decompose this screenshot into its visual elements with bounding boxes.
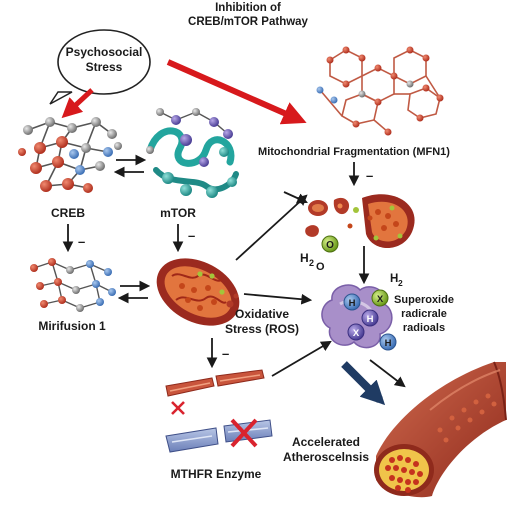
atherosclerotic-artery (374, 361, 507, 498)
creb-inhibit-mark: – (78, 234, 85, 249)
oxygen-ball-letter: O (326, 240, 334, 251)
h2o-sub: 2 (309, 258, 314, 268)
ros-cluster: X H H X H (321, 284, 397, 351)
damaged-blue-vessel (165, 419, 273, 453)
x-mark-small (171, 401, 185, 415)
h2-h: H (390, 273, 398, 285)
mtor-molecule (146, 108, 239, 198)
oxidative-line-2: Stress (ROS) (225, 322, 299, 336)
ros-inhibit-mark: – (222, 346, 229, 361)
stress-to-creb-arrow (61, 88, 94, 119)
bubble-line-1: Psychosocial (66, 45, 143, 59)
mirifusion-label: Mirifusion 1 (38, 319, 106, 333)
superoxide-line-1: Superoxide (394, 294, 454, 306)
fragmented-mitochondria (305, 194, 415, 248)
mirifusion-molecule (30, 258, 116, 312)
x-mark-large (230, 418, 258, 448)
central-mitochondrion (156, 258, 240, 326)
psychosocial-stress-bubble: Psychosocial Stress (49, 29, 151, 105)
ros-h-1: H (349, 298, 356, 309)
superoxide-line-2: radicrale (401, 308, 447, 320)
ros-x-top: X (377, 294, 384, 305)
damaged-red-vessel (165, 369, 265, 397)
bubble-line-2: Stress (86, 60, 123, 74)
mito-fragmentation-label: Mitochondrial Fragmentation (MFN1) (258, 146, 450, 158)
water-molecule-label: H 2 O (300, 251, 325, 273)
superoxide-line-3: radioals (403, 322, 445, 334)
mito-to-fragments-arrow (235, 194, 308, 261)
stress-to-mito-arrow (166, 59, 307, 125)
h2-sub: 2 (398, 278, 403, 288)
mito-to-ros-arrow (243, 293, 313, 305)
accelerated-line-2: Atheroscelnsis (283, 450, 369, 464)
oxygen-ball: O (321, 235, 339, 253)
inhibition-line-1: Inhibition of (215, 2, 281, 14)
mtor-label: mTOR (160, 206, 196, 220)
creb-molecule (18, 117, 122, 193)
creb-mtor-to-fragments-arrow (283, 191, 308, 204)
ros-h-2: H (367, 314, 374, 325)
ros-h-3: H (385, 338, 392, 349)
mfn-molecule-network (316, 46, 444, 136)
ros-x-bottom: X (353, 328, 360, 339)
creb-label: CREB (51, 206, 85, 220)
ros-to-vessel-arrow (369, 359, 406, 388)
h2o-o: O (316, 261, 325, 273)
accelerated-line-1: Accelerated (292, 435, 360, 449)
mthfr-label: MTHFR Enzyme (171, 467, 262, 481)
ros-to-atherosclerosis-navy-arrow (341, 361, 386, 406)
mfn-inhibit-mark: – (366, 168, 373, 183)
mtor-inhibit-mark: – (188, 228, 195, 243)
h2o-h: H (300, 251, 309, 265)
vessels-to-ros-arrow (271, 340, 332, 377)
oxidative-line-1: Oxidative (235, 307, 289, 321)
inhibition-line-2: CREB/mTOR Pathway (188, 16, 309, 28)
